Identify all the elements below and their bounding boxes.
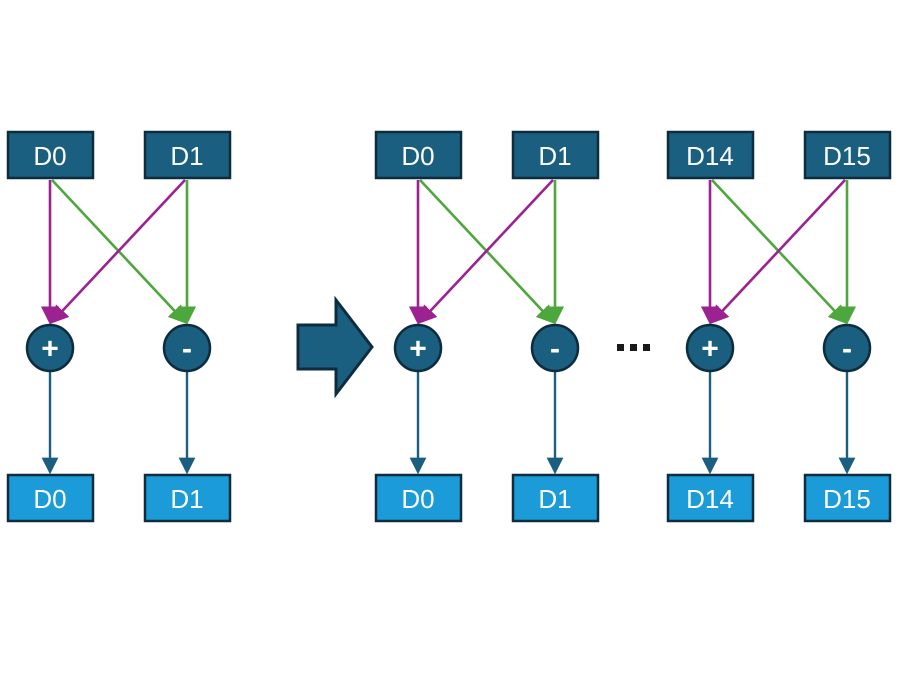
input-box-d0[interactable]: D0 — [6, 130, 95, 180]
input-box-label: D14 — [686, 141, 734, 171]
input-box-d0[interactable]: D0 — [374, 130, 463, 180]
input-box-label: D1 — [170, 141, 203, 171]
operator-symbol-subtract: - — [842, 333, 852, 366]
edge-layer-right-7 — [700, 179, 857, 475]
output-box-label: D1 — [538, 484, 571, 514]
input-box-label: D15 — [823, 141, 871, 171]
input-box-label: D0 — [33, 141, 66, 171]
output-box-d14[interactable]: D14 — [666, 473, 755, 523]
edge-d1-to-add — [418, 179, 554, 324]
edge-d1-to-add — [50, 179, 186, 324]
input-box-d14[interactable]: D14 — [666, 130, 755, 180]
operator-circle-subtract[interactable]: - — [530, 323, 580, 373]
output-box-d15[interactable]: D15 — [803, 473, 892, 523]
operator-symbol-subtract: - — [550, 333, 560, 366]
operator-circle-add[interactable]: + — [393, 323, 443, 373]
input-box-label: D1 — [538, 141, 571, 171]
operator-circle-add[interactable]: + — [685, 323, 735, 373]
operator-circle-subtract[interactable]: - — [822, 323, 872, 373]
input-box-label: D0 — [401, 141, 434, 171]
output-box-d0[interactable]: D0 — [6, 473, 95, 523]
transition-arrow-icon — [296, 295, 374, 399]
edge-layer-right-0 — [408, 179, 565, 475]
ellipsis-icon — [617, 344, 650, 351]
output-box-label: D0 — [33, 484, 66, 514]
input-box-d15[interactable]: D15 — [803, 130, 892, 180]
operator-symbol-subtract: - — [182, 333, 192, 366]
output-box-d1[interactable]: D1 — [511, 473, 600, 523]
operator-circle-add[interactable]: + — [25, 323, 75, 373]
edge-d15-to-add — [710, 179, 846, 324]
input-box-d1[interactable]: D1 — [511, 130, 600, 180]
output-box-d0[interactable]: D0 — [374, 473, 463, 523]
operator-symbol-add: + — [701, 333, 719, 366]
operator-symbol-add: + — [409, 333, 427, 366]
right-group-unit-0: D0 D1 + - D0 D1 — [374, 130, 600, 523]
right-group-unit-7: D14 D15 + - D14 D15 — [666, 130, 892, 523]
output-box-d1[interactable]: D1 — [143, 473, 232, 523]
edge-layer-left — [40, 179, 197, 475]
output-box-label: D14 — [686, 484, 734, 514]
left-group: D0 D1 + - D0 D1 — [6, 130, 232, 523]
output-box-label: D15 — [823, 484, 871, 514]
operator-symbol-add: + — [41, 333, 59, 366]
output-box-label: D1 — [170, 484, 203, 514]
output-box-label: D0 — [401, 484, 434, 514]
operator-circle-subtract[interactable]: - — [162, 323, 212, 373]
input-box-d1[interactable]: D1 — [143, 130, 232, 180]
